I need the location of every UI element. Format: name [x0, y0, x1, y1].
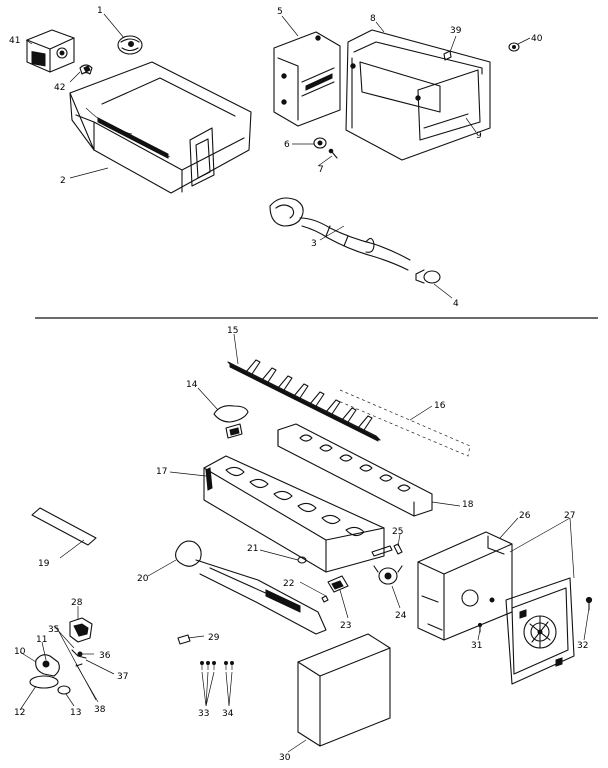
part-23-bracket: [327, 575, 349, 593]
part-16-stripper: [335, 389, 471, 457]
part-12-base: [29, 675, 59, 689]
part-42-clip: [79, 64, 93, 75]
callout-5: 5: [277, 7, 283, 17]
part-26-housing: [417, 531, 513, 641]
callout-17: 17: [156, 467, 167, 477]
callout-20: 20: [137, 574, 149, 584]
callout-12: 12: [14, 708, 25, 718]
part-2-ice-bucket: [69, 61, 252, 194]
part-6-nut: [313, 137, 327, 149]
callout-26: 26: [519, 511, 531, 521]
callout-28: 28: [71, 598, 83, 608]
callout-23: 23: [340, 621, 351, 631]
callout-41: 41: [9, 36, 20, 46]
callout-3: 3: [311, 239, 317, 249]
callout-2: 2: [60, 176, 66, 186]
callout-1: 1: [97, 6, 103, 16]
part-25-screw: [393, 543, 403, 555]
part-40-nut: [508, 42, 520, 52]
callout-37: 37: [117, 672, 128, 682]
part-10-valve: [35, 654, 60, 677]
part-39-screw: [443, 50, 452, 61]
part-18-cover: [277, 423, 433, 517]
callout-7: 7: [318, 165, 324, 175]
callout-33: 33: [198, 709, 209, 719]
part-36-37-38-fittings: [71, 649, 87, 667]
callout-34: 34: [222, 709, 234, 719]
callout-18: 18: [462, 500, 474, 510]
callout-13: 13: [70, 708, 81, 718]
part-24-gear: [373, 565, 403, 585]
callout-30: 30: [279, 753, 291, 763]
part-28-switch: [69, 617, 93, 643]
part-20-arm: [175, 540, 327, 635]
callout-40: 40: [531, 34, 543, 44]
part-3-auger: [269, 197, 411, 271]
part-27-cover: [505, 577, 575, 685]
part-29-clip: [177, 634, 191, 645]
part-41-motor: [26, 29, 75, 73]
callout-labels: 1 2 3 4 5 6 7 8 9 10 11 12 13 14 15 16 1…: [9, 6, 588, 763]
callout-36: 36: [99, 651, 111, 661]
callout-22: 22: [283, 579, 294, 589]
part-30-front-cover: [297, 633, 391, 747]
part-19-strip: [31, 507, 97, 546]
callout-9: 9: [476, 131, 482, 141]
part-17-mold: [203, 455, 393, 573]
part-5-bracket: [273, 31, 341, 127]
callout-19: 19: [38, 559, 50, 569]
part-15-ejector: [227, 359, 381, 442]
callout-39: 39: [450, 26, 462, 36]
callout-27: 27: [564, 511, 575, 521]
part-34-screws: [224, 661, 234, 670]
callout-38: 38: [94, 705, 106, 715]
callout-14: 14: [186, 380, 198, 390]
part-14-inlet: [213, 405, 249, 439]
callout-42: 42: [54, 83, 65, 93]
part-1-cap: [117, 35, 143, 55]
callout-35: 35: [48, 625, 59, 635]
callout-24: 24: [395, 611, 407, 621]
callout-8: 8: [370, 14, 376, 24]
callout-32: 32: [577, 641, 588, 651]
part-9-door: [417, 69, 481, 141]
callout-21: 21: [247, 544, 258, 554]
callout-11: 11: [36, 635, 47, 645]
callout-29: 29: [208, 633, 220, 643]
callout-15: 15: [227, 326, 238, 336]
callout-6: 6: [284, 140, 290, 150]
callout-16: 16: [434, 401, 446, 411]
part-7-screw: [328, 148, 338, 159]
callout-4: 4: [453, 299, 459, 309]
callout-10: 10: [14, 647, 26, 657]
part-13-washer: [57, 685, 71, 695]
part-22-clip: [321, 595, 329, 603]
part-33-screws: [200, 661, 216, 670]
leader-lines: [19, 13, 590, 753]
callout-31: 31: [471, 641, 482, 651]
callout-25: 25: [392, 527, 403, 537]
part-4-endcap: [415, 269, 441, 284]
